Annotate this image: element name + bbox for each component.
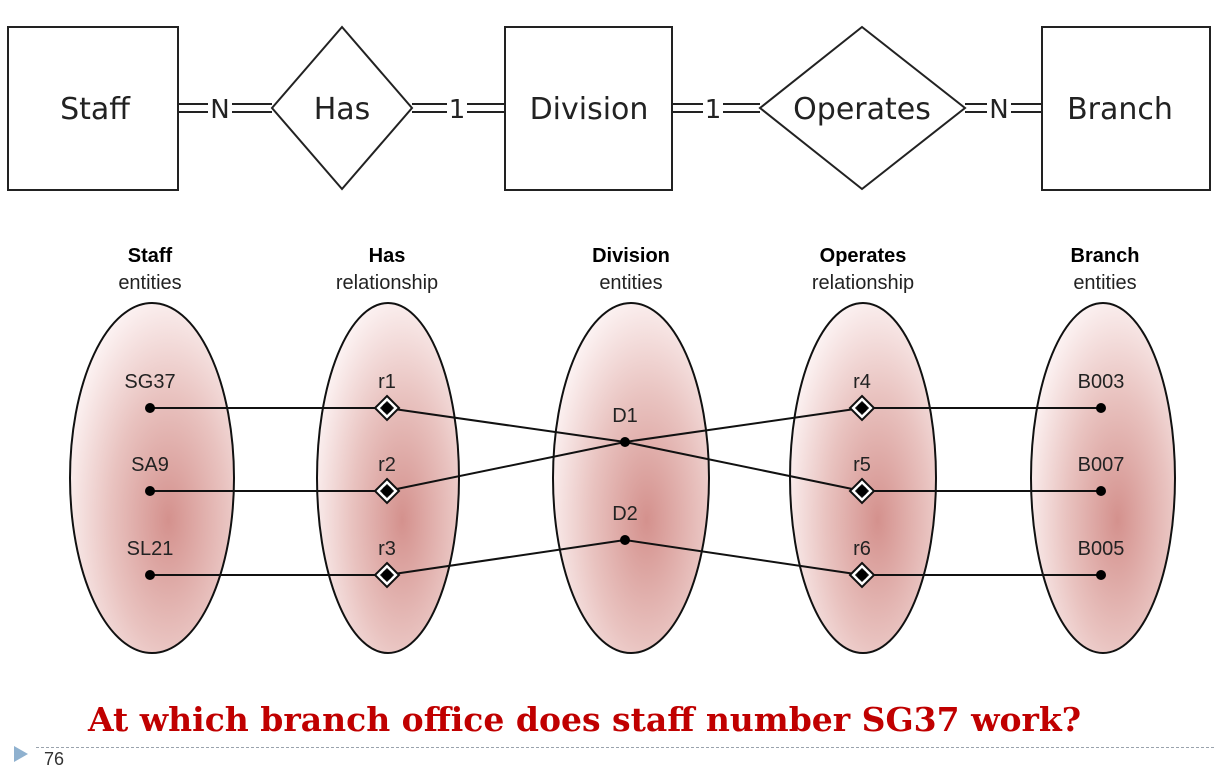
instance-label-d2: D2	[612, 503, 638, 525]
entity-label-staff: Staff	[60, 92, 131, 127]
node-dot-b005	[1096, 570, 1106, 580]
node-dot-b003	[1096, 403, 1106, 413]
instance-label-r4: r4	[853, 371, 871, 393]
node-dot-sg37	[145, 403, 155, 413]
link-r3-d2	[386, 539, 626, 576]
node-dot-d1	[620, 437, 630, 447]
column-subtitle-branch: entities	[1073, 272, 1136, 294]
relationship-label-has: Has	[314, 92, 371, 127]
link-r2-d1	[386, 441, 626, 492]
occurrence-links	[150, 407, 1101, 576]
branch-entity-set	[1030, 302, 1176, 654]
cardinality-division-operates: 1	[705, 95, 722, 125]
node-dot-r3	[382, 570, 392, 580]
column-subtitle-operates: relationship	[812, 272, 914, 294]
staff-entity-set	[69, 302, 235, 654]
instance-label-r1: r1	[378, 371, 396, 393]
cardinality-staff-has: N	[210, 95, 229, 125]
node-dot-r4	[857, 403, 867, 413]
instance-label-r2: r2	[378, 454, 396, 476]
node-dot-r2	[382, 486, 392, 496]
node-dot-r6	[857, 570, 867, 580]
node-dot-r1	[382, 403, 392, 413]
column-subtitle-division: entities	[599, 272, 662, 294]
link-d2-r6	[624, 539, 863, 576]
column-title-branch: Branch	[1071, 245, 1140, 267]
link-d1-r5	[624, 441, 863, 492]
node-dot-sl21	[145, 570, 155, 580]
node-dot-sa9	[145, 486, 155, 496]
question-text: At which branch office does staff number…	[88, 700, 1082, 739]
instance-label-d1: D1	[612, 405, 638, 427]
operates-relationship-set	[789, 302, 937, 654]
entity-label-division: Division	[530, 92, 649, 127]
entity-box-staff	[7, 26, 179, 191]
instance-label-r6: r6	[853, 538, 871, 560]
column-subtitle-has: relationship	[336, 272, 438, 294]
has-relationship-set	[316, 302, 460, 654]
er-model-row: N 1 1 N Staff Has Division Operates Bran…	[7, 25, 1211, 191]
instance-label-sa9: SA9	[131, 454, 169, 476]
node-dot-b007	[1096, 486, 1106, 496]
node-dot-r5	[857, 486, 867, 496]
cardinality-has-division: 1	[449, 95, 466, 125]
instance-label-r3: r3	[378, 538, 396, 560]
relationship-diamond-operates	[758, 25, 967, 191]
relationship-diamond-has	[270, 25, 414, 191]
instance-label-sl21: SL21	[127, 538, 174, 560]
cardinality-operates-branch: N	[989, 95, 1008, 125]
slide-marker-icon	[14, 746, 28, 762]
column-title-has: Has	[369, 245, 406, 267]
column-headers: Staff entities Has relationship Division…	[118, 245, 1139, 294]
entity-box-branch	[1041, 26, 1211, 191]
column-subtitle-staff: entities	[118, 272, 181, 294]
footer-divider	[36, 747, 1214, 748]
link-r1-d1	[386, 407, 626, 443]
page-number: 76	[44, 749, 65, 769]
division-entity-set	[552, 302, 710, 654]
instance-label-r5: r5	[853, 454, 871, 476]
column-title-operates: Operates	[820, 245, 907, 267]
instance-label-b003: B003	[1078, 371, 1125, 393]
entity-label-branch: Branch	[1067, 92, 1173, 127]
relationship-label-operates: Operates	[793, 92, 931, 127]
column-title-staff: Staff	[128, 245, 173, 267]
link-d1-r4	[624, 407, 863, 443]
occurrence-sets	[69, 302, 1176, 654]
column-title-division: Division	[592, 245, 670, 267]
instance-label-b007: B007	[1078, 454, 1125, 476]
entity-box-division	[504, 26, 673, 191]
node-dot-d2	[620, 535, 630, 545]
instance-label-b005: B005	[1078, 538, 1125, 560]
instance-label-sg37: SG37	[124, 371, 175, 393]
